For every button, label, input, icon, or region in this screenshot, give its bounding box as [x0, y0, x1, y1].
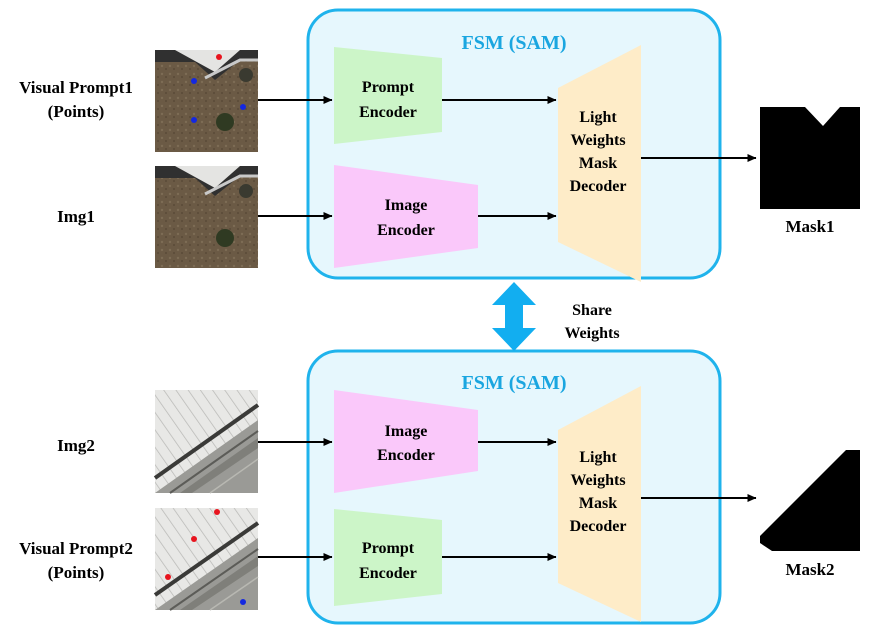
visual-prompt2-image: [153, 508, 260, 611]
top-fsm-panel: FSM (SAM) Prompt Encoder Image Encoder L…: [306, 8, 722, 282]
img1-image: [155, 166, 258, 268]
bottom-decoder-line3: Mask: [579, 495, 617, 512]
vp2-point-red: [165, 574, 171, 580]
top-prompt-encoder-line2: Encoder: [359, 104, 417, 121]
vp2-point-red: [191, 536, 197, 542]
top-decoder-line4: Decoder: [570, 178, 627, 195]
mask1-label: Mask1: [785, 217, 834, 236]
vp2-point-red: [214, 509, 220, 515]
share-weights: Share Weights: [492, 282, 620, 351]
bottom-prompt-encoder: Prompt Encoder: [334, 509, 442, 606]
top-image-encoder-line2: Encoder: [377, 222, 435, 239]
vp1-point-red: [216, 54, 222, 60]
bottom-panel-title: FSM (SAM): [462, 372, 567, 394]
bottom-mask-decoder: Light Weights Mask Decoder: [558, 386, 641, 622]
share-weights-line1: Share: [572, 302, 612, 319]
top-mask-decoder: Light Weights Mask Decoder: [558, 45, 641, 282]
bottom-decoder-line1: Light: [579, 449, 617, 466]
top-image-encoder-line1: Image: [385, 197, 428, 214]
img2-image: [153, 390, 260, 494]
mask2-output: Mask2: [760, 450, 860, 579]
top-decoder-line2: Weights: [570, 132, 625, 149]
vp1-point-blue: [240, 104, 246, 110]
vp1-point-blue: [191, 78, 197, 84]
bottom-decoder-line2: Weights: [570, 472, 625, 489]
flow-arrows: [258, 96, 757, 561]
img2-label: Img2: [57, 436, 95, 455]
share-weights-double-arrow: [492, 282, 536, 351]
bottom-prompt-encoder-line1: Prompt: [362, 540, 415, 557]
share-weights-line2: Weights: [564, 325, 619, 342]
visual-prompt2-label-line2: (Points): [48, 563, 105, 582]
top-image-encoder: Image Encoder: [334, 165, 478, 268]
top-prompt-encoder: Prompt Encoder: [334, 47, 442, 144]
bottom-prompt-encoder-line2: Encoder: [359, 565, 417, 582]
bottom-image-encoder: Image Encoder: [334, 390, 478, 493]
mask1-image: [760, 107, 860, 209]
visual-prompt1-label-line2: (Points): [48, 102, 105, 121]
visual-prompt2-label-line1: Visual Prompt2: [19, 539, 133, 558]
visual-prompt1-label-line1: Visual Prompt1: [19, 78, 133, 97]
mask2-label: Mask2: [785, 560, 834, 579]
vp2-point-blue: [240, 599, 246, 605]
visual-prompt1-image: [155, 50, 258, 152]
bottom-image-encoder-line1: Image: [385, 423, 428, 440]
top-decoder-line1: Light: [579, 109, 617, 126]
bottom-decoder-line4: Decoder: [570, 518, 627, 535]
mask1-output: Mask1: [760, 107, 860, 236]
mask2-image: [760, 450, 860, 551]
bottom-fsm-panel: FSM (SAM) Image Encoder Prompt Encoder L…: [306, 349, 722, 625]
top-panel-title: FSM (SAM): [462, 32, 567, 54]
img1-label: Img1: [57, 207, 95, 226]
bottom-image-encoder-line2: Encoder: [377, 447, 435, 464]
vp1-point-blue: [191, 117, 197, 123]
top-decoder-line3: Mask: [579, 155, 617, 172]
top-prompt-encoder-line1: Prompt: [362, 79, 415, 96]
